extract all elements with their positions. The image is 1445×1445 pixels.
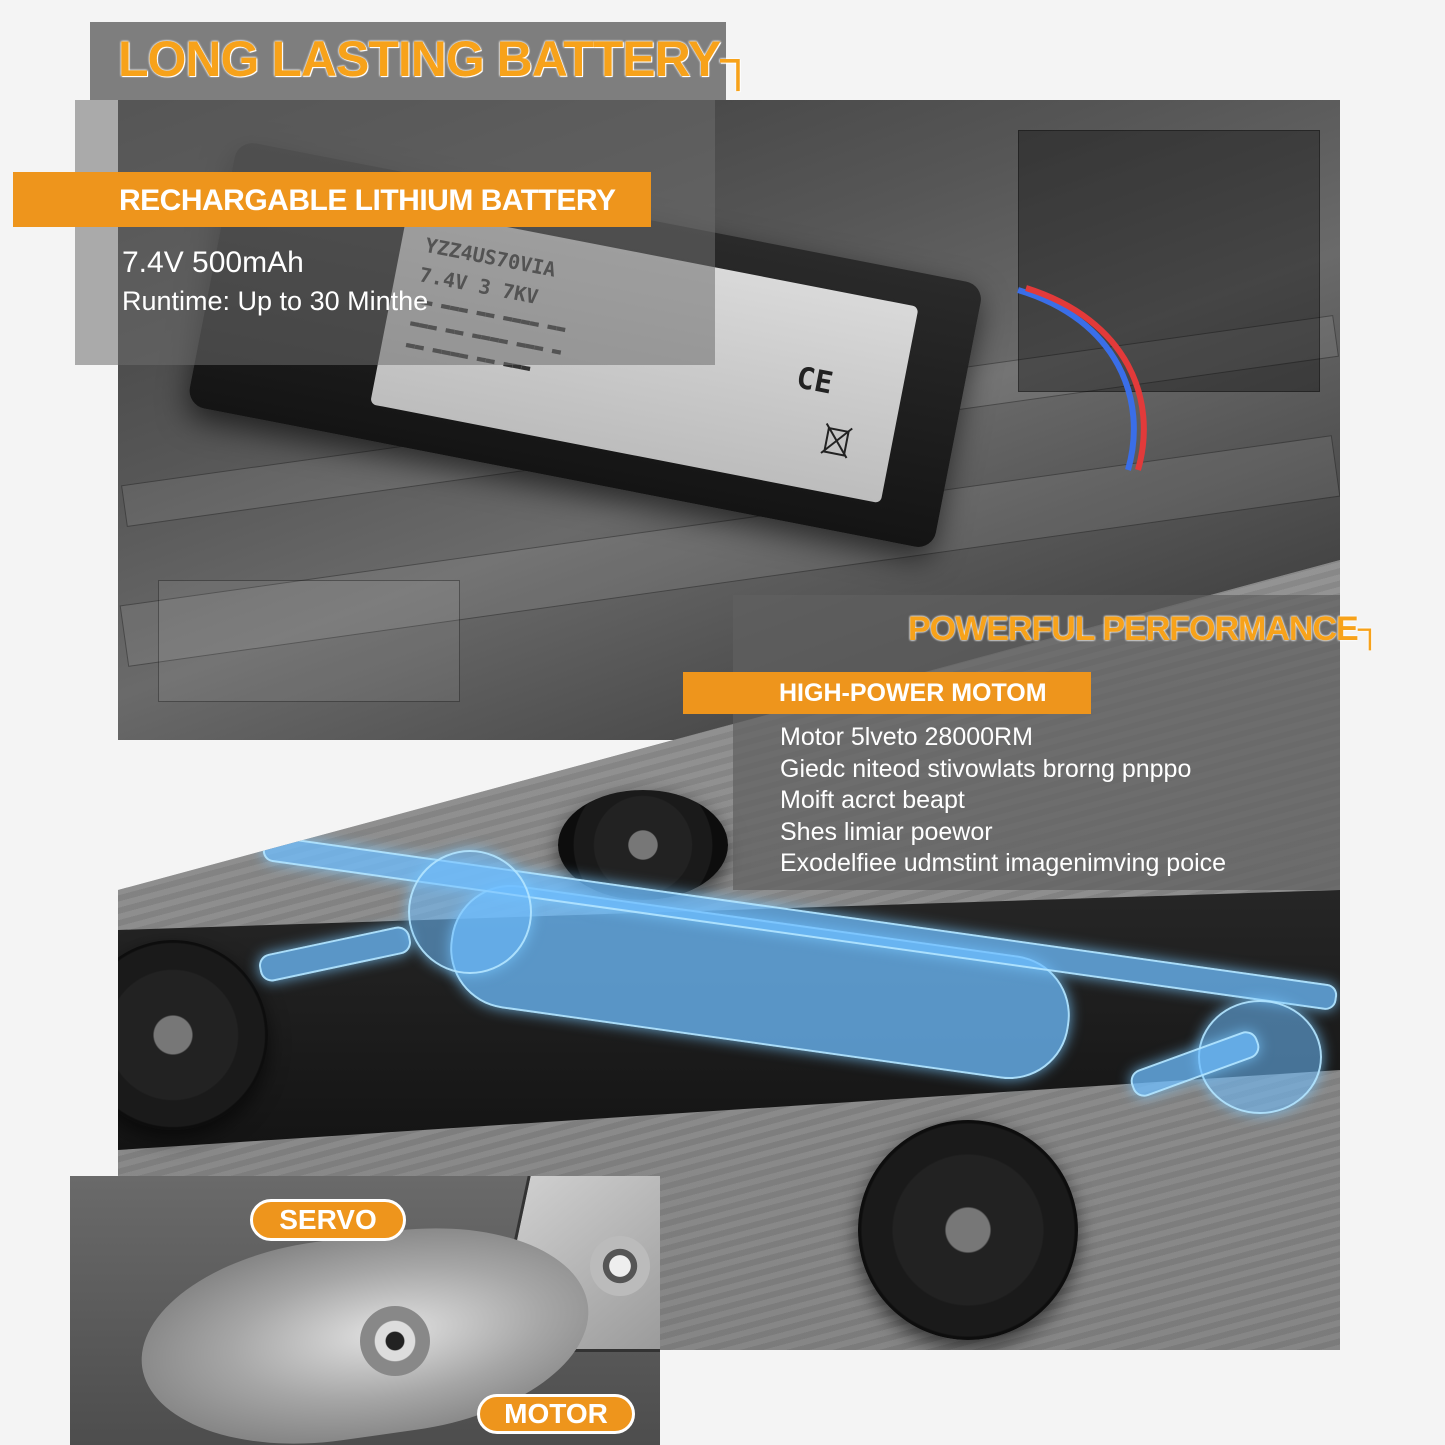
motor-heading-bar: HIGH-POWER MOTOM [683,672,1091,714]
battery-runtime: Runtime: Up to 30 Minthe [122,286,429,316]
chassis-bracket [158,580,460,702]
title-backdrop [90,22,726,100]
highlighted-gear [408,850,532,974]
page-title: LONG LASTING BATTERY┐ [118,31,756,87]
motor-spec-item: Exodelfiee udmstint imagenimving poice [780,849,1227,877]
battery-wires [1017,285,1147,471]
motor-shaft [360,1306,430,1376]
motor-spec-item: Motor 5lveto 28000RM [780,723,1033,751]
battery-info-panel [75,100,715,365]
motor-heading: HIGH-POWER MOTOM [779,679,1047,707]
motor-spec-item: Giedc niteod stivowlats brorng pnppo [780,754,1192,783]
performance-info-panel [733,595,1340,890]
performance-title: POWERFUL PERFORMANCE┐ [908,610,1382,648]
servo-label: SERVO [250,1199,406,1241]
battery-heading-bar: RECHARGABLE LITHIUM BATTERY [13,172,651,227]
chassis-bracket [1018,130,1320,392]
recycle-bin-icon [820,423,853,459]
motor-spec-item: Shes limiar poewor [780,817,993,846]
battery-sticker: YZZ4US70VIA 7.4V 3 7KV ▬▬ ▬▬▬ ▬▬ ▬▬▬▬ ▬▬… [370,207,919,504]
motor-spec-item: Moift acrct beapt [780,786,965,814]
front-wheel [118,940,268,1130]
rear-wheel [858,1120,1078,1340]
motor-label: MOTOR [477,1394,635,1434]
servo-gear [590,1236,650,1296]
battery-capacity: 7.4V 500mAh [122,246,304,279]
battery-heading: RECHARGABLE LITHIUM BATTERY [119,184,616,217]
motor-spec-list: Motor 5lveto 28000RM Giedc niteod stivow… [780,722,1226,880]
battery-pack: YZZ4US70VIA 7.4V 3 7KV ▬▬ ▬▬▬ ▬▬ ▬▬▬▬ ▬▬… [186,140,985,551]
